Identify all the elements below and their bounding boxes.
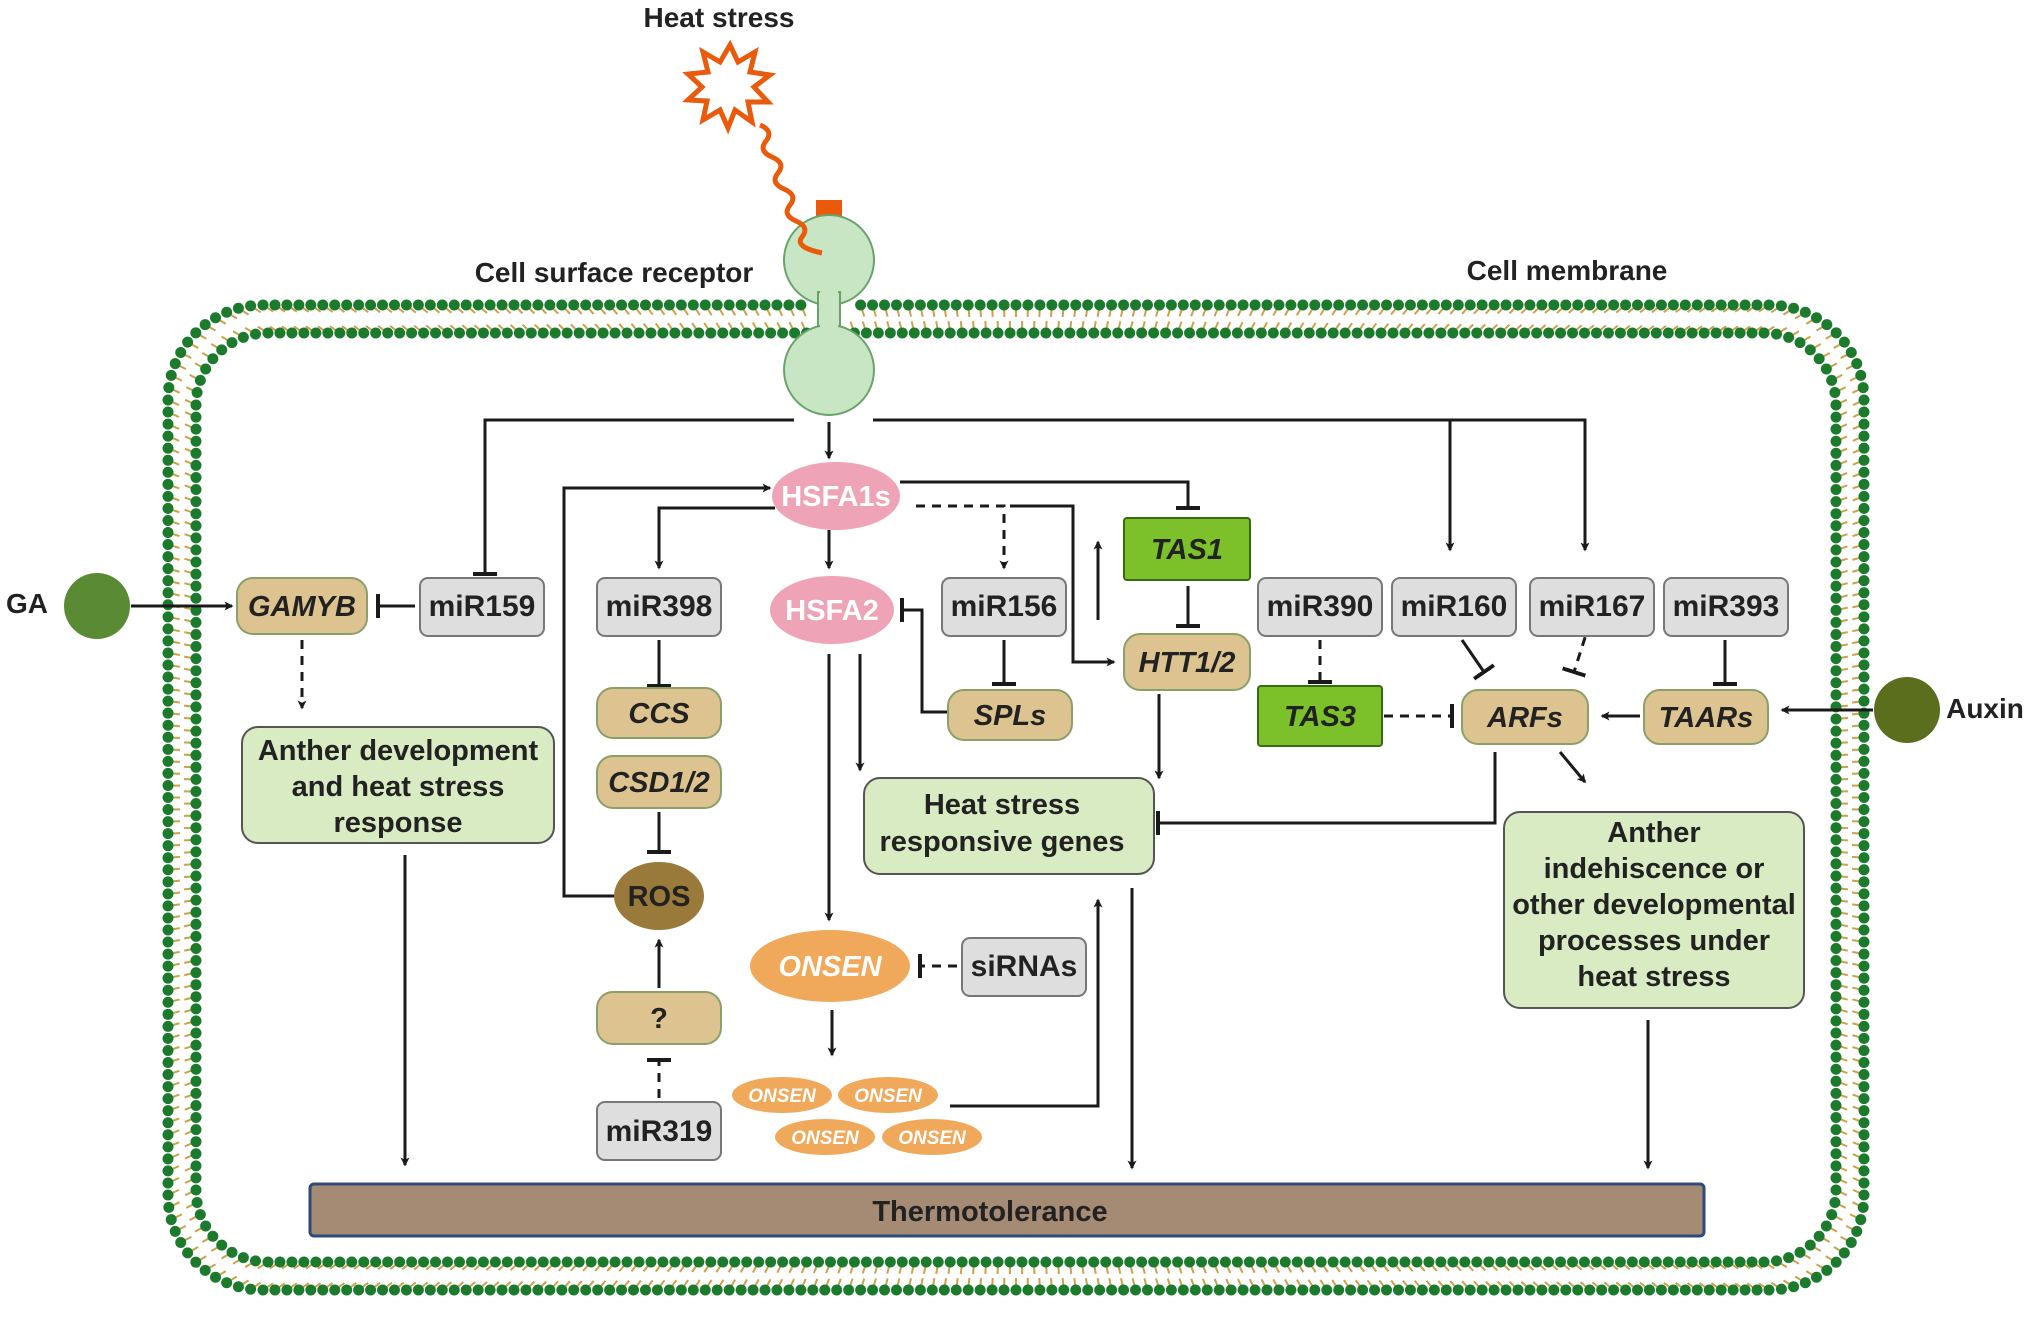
ccs-label: CCS bbox=[628, 698, 690, 730]
taars-label: TAARs bbox=[1659, 702, 1754, 734]
tas3-label: TAS3 bbox=[1284, 701, 1356, 733]
mir160-label: miR160 bbox=[1401, 590, 1508, 623]
svg-text:ONSEN: ONSEN bbox=[748, 1086, 817, 1107]
mir390-label: miR390 bbox=[1267, 590, 1374, 623]
ga-label: GA bbox=[6, 588, 48, 619]
anther-ind-line-1: Anther bbox=[1607, 817, 1700, 849]
starburst-icon bbox=[688, 45, 770, 128]
onsen-label: ONSEN bbox=[778, 951, 882, 983]
onsen-copies: ONSEN ONSEN ONSEN ONSEN bbox=[732, 1077, 982, 1155]
heat-genes-line-1: Heat stress bbox=[924, 789, 1080, 821]
mir393-label: miR393 bbox=[1673, 590, 1780, 623]
mir167-label: miR167 bbox=[1539, 590, 1646, 623]
anther-dev-line-2: and heat stress bbox=[292, 771, 505, 803]
arfs-label: ARFs bbox=[1486, 702, 1563, 734]
thermotolerance-label: Thermotolerance bbox=[872, 1196, 1107, 1228]
mir159-label: miR159 bbox=[429, 590, 536, 623]
cell-membrane-label: Cell membrane bbox=[1467, 255, 1668, 286]
auxin-label: Auxin bbox=[1946, 693, 2024, 724]
hsfa2-label: HSFA2 bbox=[785, 595, 878, 627]
ros-label: ROS bbox=[628, 881, 691, 913]
mir319-label: miR319 bbox=[606, 1115, 713, 1148]
heat-genes-line-2: responsive genes bbox=[880, 826, 1125, 858]
cell-surface-receptor-label: Cell surface receptor bbox=[475, 257, 754, 288]
hsfa1s-label: HSFA1s bbox=[781, 481, 891, 513]
anther-ind-line-5: heat stress bbox=[1577, 961, 1730, 993]
htt12-label: HTT1/2 bbox=[1139, 647, 1236, 679]
spls-label: SPLs bbox=[974, 700, 1047, 732]
auxin-circle bbox=[1874, 677, 1940, 743]
svg-text:ONSEN: ONSEN bbox=[898, 1128, 967, 1149]
csd12-label: CSD1/2 bbox=[608, 767, 710, 799]
anther-ind-line-2: indehiscence or bbox=[1544, 853, 1765, 885]
ga-circle bbox=[64, 573, 130, 639]
gamyb-label: GAMYB bbox=[248, 591, 356, 623]
sirnas-label: siRNAs bbox=[971, 950, 1078, 983]
mir398-label: miR398 bbox=[606, 590, 713, 623]
anther-ind-line-3: other developmental bbox=[1512, 889, 1796, 921]
tas1-label: TAS1 bbox=[1151, 534, 1223, 566]
anther-dev-line-1: Anther development bbox=[258, 735, 539, 767]
anther-dev-line-3: response bbox=[334, 807, 463, 839]
svg-text:ONSEN: ONSEN bbox=[854, 1086, 923, 1107]
anther-ind-line-4: processes under bbox=[1538, 925, 1770, 957]
heat-stress-label: Heat stress bbox=[644, 2, 795, 33]
unknown-label: ? bbox=[650, 1003, 668, 1035]
svg-text:ONSEN: ONSEN bbox=[791, 1128, 860, 1149]
mir156-label: miR156 bbox=[951, 590, 1058, 623]
